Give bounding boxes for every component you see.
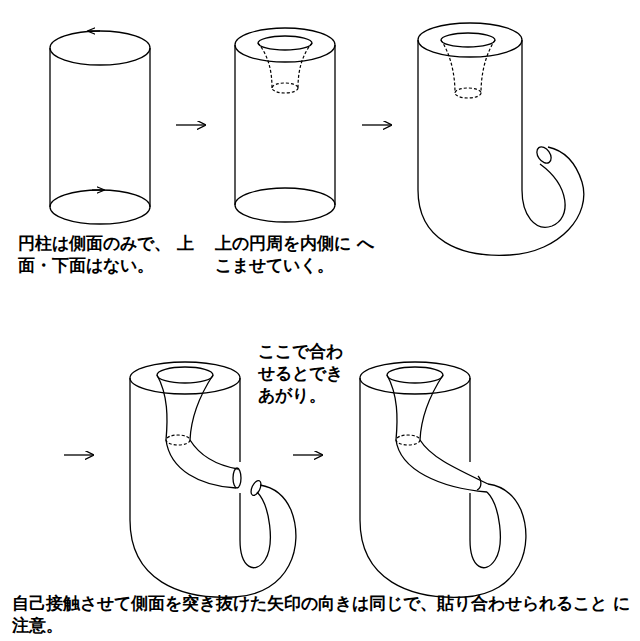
step-arrow xyxy=(64,125,391,455)
step-caption: 上の円周を内側に へこませていく。 xyxy=(215,232,375,276)
dented-cylinder xyxy=(235,28,335,222)
step-caption: ここで合わ せるとでき あがり。 xyxy=(258,340,360,406)
klein-bottle xyxy=(360,362,526,597)
note-text: 自己接触させて側面を突き抜けた矢印の向きは同じで、貼り合わせられること に注意。 xyxy=(12,592,637,636)
bent-cylinder xyxy=(418,23,584,255)
step-caption: 円柱は側面のみで、 上面・下面はない。 xyxy=(18,232,208,276)
cylinder xyxy=(50,31,150,224)
